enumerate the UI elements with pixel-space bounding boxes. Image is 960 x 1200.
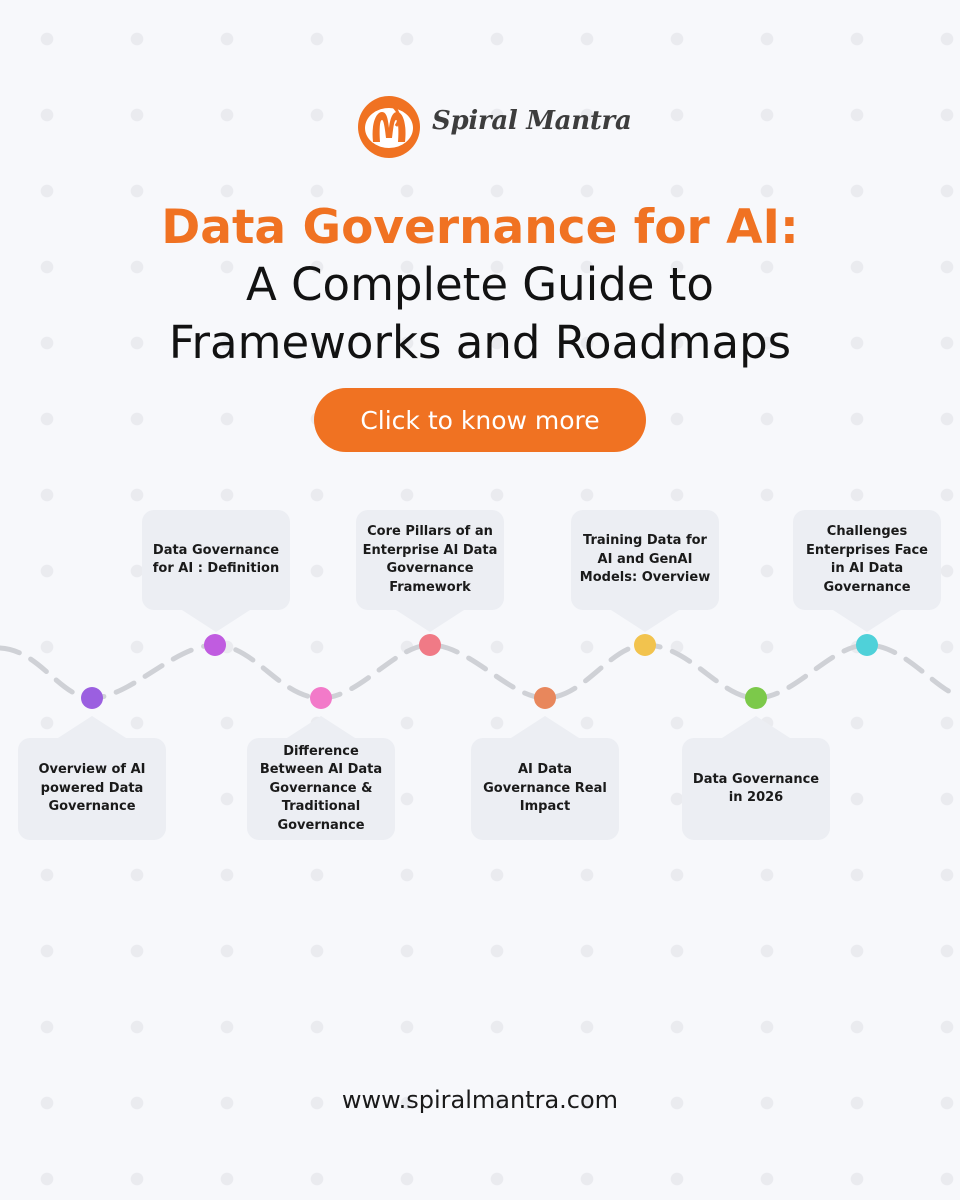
roadmap-card-definition: Data Governance for AI : Definition xyxy=(142,510,290,632)
title-subline-1: A Complete Guide to xyxy=(246,258,714,311)
roadmap-dot-definition xyxy=(204,634,226,656)
know-more-button[interactable]: Click to know more xyxy=(314,388,646,452)
brand-logo: Spiral Mantra xyxy=(356,92,632,162)
roadmap-dot-2026 xyxy=(745,687,767,709)
roadmap-dot-real-impact xyxy=(534,687,556,709)
roadmap-card-core-pillars: Core Pillars of an Enterprise AI Data Go… xyxy=(356,510,504,632)
roadmap-card-2026: Data Governance in 2026 xyxy=(682,716,830,840)
roadmap-dot-training-data xyxy=(634,634,656,656)
website-link[interactable]: www.spiralmantra.com xyxy=(341,1086,619,1114)
brand-name: Spiral Mantra xyxy=(432,106,632,136)
title-highlight: Data Governance for AI: xyxy=(161,200,799,255)
roadmap-dot-difference xyxy=(310,687,332,709)
roadmap-dot-overview xyxy=(81,687,103,709)
roadmap-card-real-impact: AI Data Governance Real Impact xyxy=(471,716,619,840)
roadmap-card-challenges: Challenges Enterprises Face in AI Data G… xyxy=(793,510,941,632)
roadmap-card-difference: Difference Between AI Data Governance & … xyxy=(247,716,395,840)
title-subline-2: Frameworks and Roadmaps xyxy=(168,316,792,369)
roadmap-wave-path xyxy=(0,642,960,701)
roadmap-card-overview: Overview of AI powered Data Governance xyxy=(18,716,166,840)
spiral-m-logo-icon xyxy=(358,96,420,158)
page-title: Data Governance for AI: A Complete Guide… xyxy=(40,200,920,372)
roadmap-timeline: Overview of AI powered Data Governance D… xyxy=(0,500,960,850)
roadmap-dot-challenges xyxy=(856,634,878,656)
roadmap-dot-core-pillars xyxy=(419,634,441,656)
roadmap-card-training-data: Training Data for AI and GenAI Models: O… xyxy=(571,510,719,632)
